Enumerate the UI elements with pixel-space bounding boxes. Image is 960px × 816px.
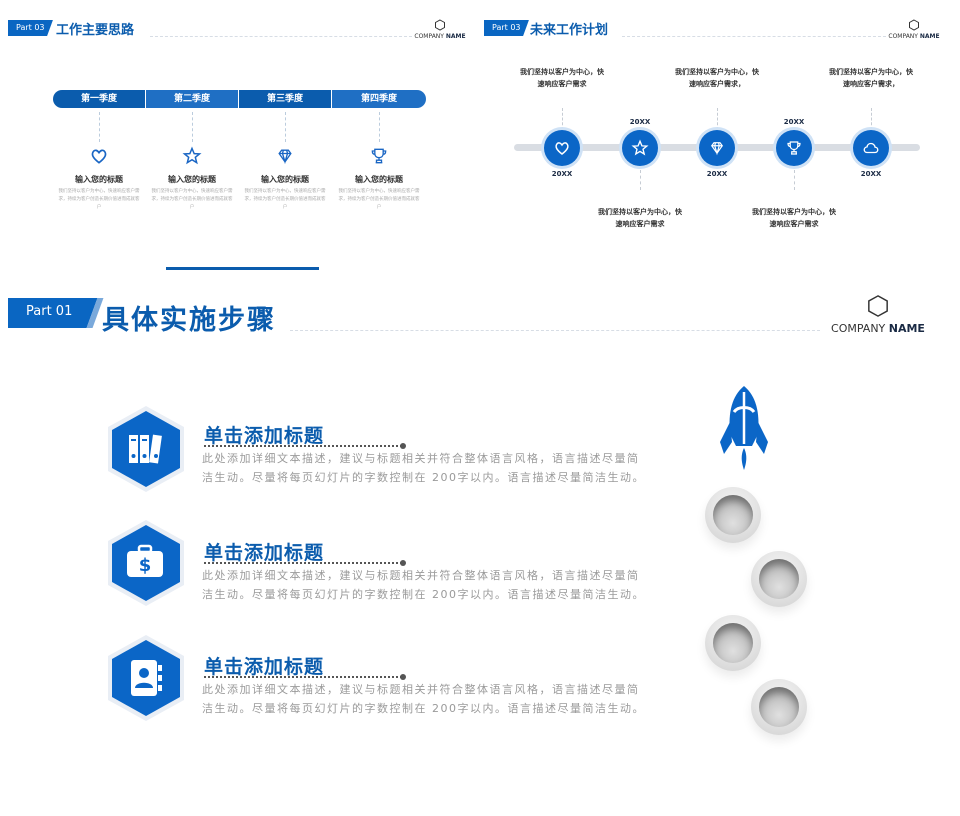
trophy-icon [371, 148, 387, 164]
company-name-bold: NAME [888, 322, 925, 335]
timeline-node [776, 130, 812, 166]
part-label: Part 03 [492, 23, 521, 32]
company-name-bold: NAME [445, 33, 466, 40]
slide-divider-bar [166, 267, 319, 270]
part-label: Part 01 [26, 304, 73, 319]
timeline-node [622, 130, 658, 166]
quarter-segment-4: 第四季度 [332, 90, 426, 108]
quarter-item: 输入您的标题 我们坚持以客户为中心，快速响应客户需求，持续为客户创造长期价值进而… [333, 112, 425, 222]
part-tag: Part 01 [8, 298, 104, 328]
company-logo: COMPANY NAME [410, 16, 470, 40]
hexagon-logo-icon [435, 19, 445, 31]
step-dot [400, 560, 406, 566]
hexagon-logo-icon [909, 19, 919, 31]
timeline-connector [871, 108, 872, 130]
header-divider [150, 36, 412, 37]
quarter-item-title: 输入您的标题 [261, 175, 309, 184]
quarter-item-desc: 我们坚持以客户为中心，快速响应客户需求，持续为客户创造长期价值进而成就客户 [58, 189, 140, 210]
timeline-year: 20XX [551, 170, 573, 178]
quarter-item-desc: 我们坚持以客户为中心，快速响应客户需求，持续为客户创造长期价值进而成就客户 [338, 189, 420, 210]
decorative-hole [751, 679, 807, 735]
part-label: Part 03 [16, 23, 45, 32]
diamond-icon [711, 142, 723, 156]
decorative-hole [751, 551, 807, 607]
step-description[interactable]: 此处添加详细文本描述，建议与标题相关并符合整体语言风格，语言描述尽量简洁生动。尽… [202, 569, 645, 601]
timeline-connector [717, 108, 718, 130]
timeline-text: 我们坚持以客户为中心，快速响应客户需求， [829, 68, 913, 88]
step-title[interactable]: 单击添加标题 [204, 656, 325, 678]
part-tag: Part 03 [8, 20, 54, 36]
quarter-segment-1: 第一季度 [53, 90, 145, 108]
quarter-segment-2: 第二季度 [146, 90, 238, 108]
step-description[interactable]: 此处添加详细文本描述，建议与标题相关并符合整体语言风格，语言描述尽量简洁生动。尽… [202, 683, 645, 715]
header-divider [622, 36, 886, 37]
cloud-icon [863, 142, 879, 154]
rocket-icon [720, 386, 768, 470]
page-title: 具体实施步骤 [102, 305, 276, 336]
timeline-node [853, 130, 889, 166]
header-divider [290, 330, 820, 331]
company-logo: COMPANY NAME [884, 16, 944, 40]
step-dotted-line [204, 562, 402, 564]
timeline-text: 我们坚持以客户为中心，快速响应客户需求， [675, 68, 759, 88]
diamond-icon [278, 149, 292, 165]
timeline-text: 我们坚持以客户为中心，快速响应客户需求 [598, 208, 682, 228]
quarter-item: 输入您的标题 我们坚持以客户为中心，快速响应客户需求，持续为客户创造长期价值进而… [146, 112, 238, 222]
company-logo: COMPANY NAME [826, 294, 930, 335]
quarter-item-desc: 我们坚持以客户为中心，快速响应客户需求，持续为客户创造长期价值进而成就客户 [151, 189, 233, 210]
heart-icon [555, 142, 569, 155]
contacts-book-icon [131, 660, 162, 696]
trophy-icon [787, 141, 801, 155]
step-description[interactable]: 此处添加详细文本描述，建议与标题相关并符合整体语言风格，语言描述尽量简洁生动。尽… [202, 452, 645, 484]
quarter-bar: 第一季度 第二季度 第三季度 第四季度 [53, 90, 426, 108]
timeline-connector [562, 108, 563, 130]
company-text: COMPANY [414, 33, 444, 40]
quarter-item-title: 输入您的标题 [355, 175, 403, 184]
quarter-item-title: 输入您的标题 [75, 175, 123, 184]
timeline-year: 20XX [629, 118, 651, 126]
quarter-segment-3: 第三季度 [239, 90, 331, 108]
part-tag: Part 03 [484, 20, 530, 36]
company-text: COMPANY [888, 33, 918, 40]
quarter-item-title: 输入您的标题 [168, 175, 216, 184]
decorative-hole [705, 487, 761, 543]
timeline-year: 20XX [783, 118, 805, 126]
decorative-hole [705, 615, 761, 671]
timeline-connector [640, 170, 641, 190]
company-text: COMPANY [831, 322, 886, 335]
page-title: 工作主要思路 [56, 23, 135, 38]
timeline-year: 20XX [706, 170, 728, 178]
step-title[interactable]: 单击添加标题 [204, 542, 325, 564]
page-title: 未来工作计划 [530, 23, 609, 38]
briefcase-dollar-icon: $ [127, 544, 163, 577]
quarter-item: 输入您的标题 我们坚持以客户为中心，快速响应客户需求，持续为客户创造长期价值进而… [53, 112, 145, 222]
svg-text:$: $ [139, 555, 152, 576]
step-title[interactable]: 单击添加标题 [204, 425, 325, 447]
hexagon-logo-icon [868, 295, 888, 317]
timeline-year: 20XX [860, 170, 882, 178]
step-dot [400, 674, 406, 680]
timeline-node [699, 130, 735, 166]
star-icon [631, 139, 649, 156]
step-dotted-line [204, 445, 402, 447]
quarter-item-desc: 我们坚持以客户为中心，快速响应客户需求，持续为客户创造长期价值进而成就客户 [244, 189, 326, 210]
step-dotted-line [204, 676, 402, 678]
timeline-connector [794, 170, 795, 190]
step-dot [400, 443, 406, 449]
timeline-text: 我们坚持以客户为中心，快速响应客户需求 [752, 208, 836, 228]
heart-icon [91, 149, 107, 164]
timeline-node [544, 130, 580, 166]
binders-icon [129, 434, 162, 464]
timeline-text: 我们坚持以客户为中心，快速响应客户需求 [520, 68, 604, 88]
star-icon [182, 146, 202, 165]
quarter-item: 输入您的标题 我们坚持以客户为中心，快速响应客户需求，持续为客户创造长期价值进而… [239, 112, 331, 222]
company-name-bold: NAME [919, 33, 940, 40]
